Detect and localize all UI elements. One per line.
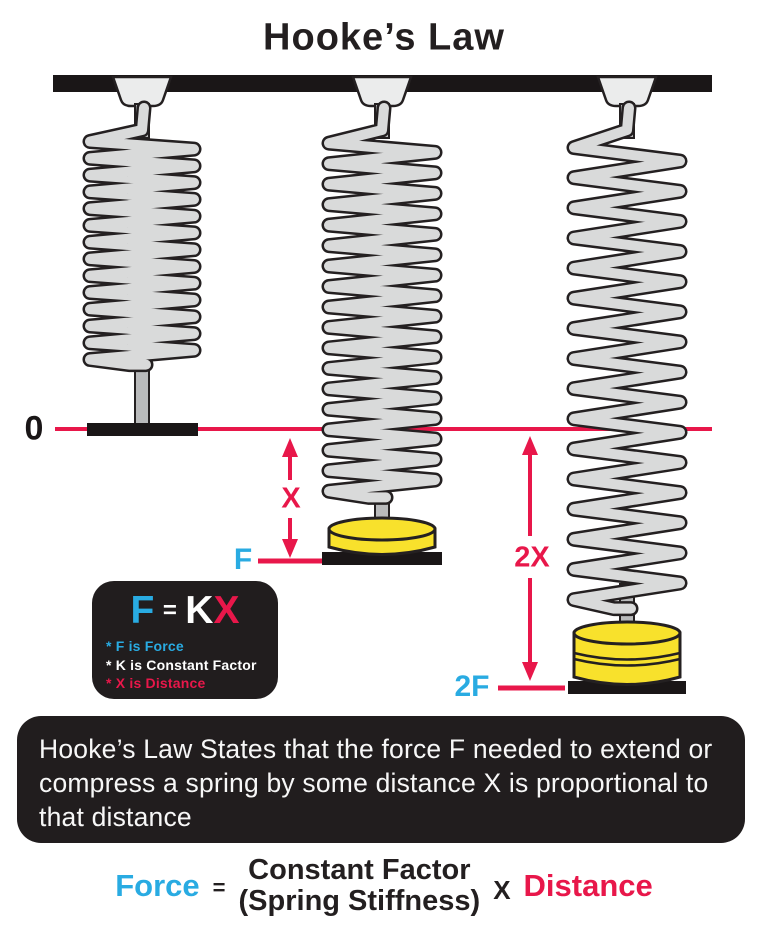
weight-platform bbox=[568, 681, 686, 694]
distance-2x-label: 2X bbox=[514, 541, 550, 574]
spring-rest bbox=[82, 75, 202, 436]
formula-box: F = KX * F is Force * K is Constant Fact… bbox=[92, 581, 278, 699]
legend-x-is-distance: * X is Distance bbox=[106, 675, 206, 691]
springs-diagram bbox=[53, 75, 712, 694]
spring-coil bbox=[566, 100, 688, 617]
weight-disc-top bbox=[572, 620, 682, 646]
zero-label: 0 bbox=[24, 409, 44, 448]
spring-force-2f bbox=[566, 75, 688, 694]
spring-coil bbox=[82, 100, 202, 373]
times-x: X bbox=[493, 874, 511, 905]
description-line: that distance bbox=[39, 802, 192, 832]
page-title: Hooke’s Law bbox=[263, 16, 505, 59]
spring-stiffness-denominator: (Spring Stiffness) bbox=[238, 885, 481, 917]
constant-factor-term: Constant Factor (Spring Stiffness) bbox=[239, 855, 481, 917]
hanger-mount bbox=[596, 75, 658, 108]
equation-k: K bbox=[185, 589, 214, 632]
force-term: Force bbox=[115, 868, 200, 903]
equation-x: X bbox=[213, 589, 240, 632]
description-line: compress a spring by some distance X is … bbox=[39, 768, 709, 798]
legend-f-is-force: * F is Force bbox=[106, 638, 184, 654]
hanger-mount bbox=[351, 75, 413, 108]
equation-equals: = bbox=[162, 597, 177, 624]
force-2f-label: 2F bbox=[454, 670, 490, 703]
weight-platform bbox=[322, 552, 442, 565]
disc-divider bbox=[573, 657, 681, 667]
equation-f-kx: F = KX bbox=[106, 589, 264, 637]
spring-coil bbox=[321, 100, 443, 505]
weight-disc-top bbox=[327, 516, 437, 542]
distance-x-label: X bbox=[281, 482, 301, 515]
legend-k-is-constant: * K is Constant Factor bbox=[106, 656, 257, 673]
distance-x-arrow bbox=[282, 438, 298, 558]
distance-term: Distance bbox=[523, 868, 653, 903]
distance-2x-arrow bbox=[522, 436, 538, 681]
equals-sign: = bbox=[212, 875, 226, 900]
hanger-mount bbox=[111, 75, 173, 108]
description-line: Hooke’s Law States that the force F need… bbox=[39, 734, 713, 764]
equation-f: F bbox=[130, 589, 155, 632]
rest-platform bbox=[87, 423, 198, 436]
disc-divider bbox=[573, 651, 681, 661]
constant-factor-numerator: Constant Factor bbox=[248, 854, 471, 886]
description-box: Hooke’s Law States that the force F need… bbox=[17, 716, 745, 843]
spring-force-f bbox=[321, 75, 443, 565]
force-f-label: F bbox=[233, 543, 253, 576]
bottom-formula: Force = Constant Factor (Spring Stiffnes… bbox=[0, 855, 768, 917]
